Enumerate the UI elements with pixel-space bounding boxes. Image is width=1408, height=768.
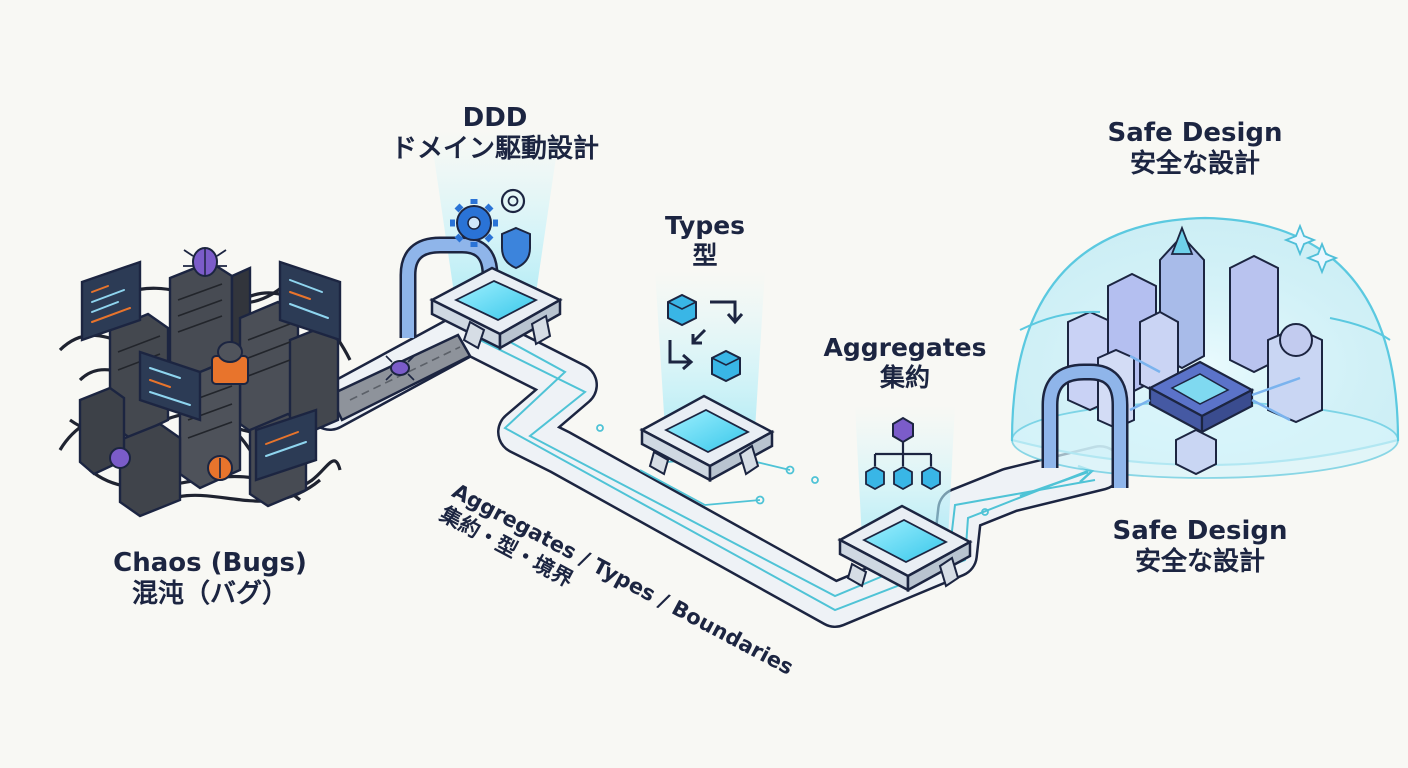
stage-label-aggregates: Aggregates 集約 (795, 333, 1015, 393)
stage-label-ja: 集約 (879, 363, 930, 392)
chaos-cluster (58, 247, 352, 518)
stage-label-ja: 安全な設計 (1129, 149, 1260, 180)
gear-icon (500, 188, 526, 214)
stage-label-safe-design-top: Safe Design 安全な設計 (1080, 118, 1310, 180)
tree-icon (865, 416, 941, 491)
shield-icon (501, 226, 531, 270)
bug-icon (385, 355, 415, 381)
gear-icon (450, 199, 498, 247)
types-stage (639, 270, 775, 483)
cube-icon (711, 349, 741, 383)
bug-icon (211, 341, 249, 385)
stage-label-safe-design-bottom: Safe Design 安全な設計 (1085, 516, 1315, 578)
stage-label-chaos: Chaos (Bugs) 混沌（バグ） (95, 548, 325, 610)
arrow-icon (668, 300, 744, 371)
stage-label-en: Chaos (Bugs) (113, 548, 307, 578)
stage-label-ja: 混沌（バグ） (131, 579, 288, 610)
bug-icon (183, 247, 227, 277)
arch-gate-icon (1041, 363, 1129, 488)
stage-label-ja: 型 (692, 241, 718, 270)
stage-label-ja: ドメイン駆動設計 (390, 134, 599, 165)
stage-label-en: Safe Design (1107, 118, 1283, 148)
stage-label-ja: 安全な設計 (1134, 547, 1265, 578)
stage-label-types: Types 型 (640, 211, 770, 271)
cube-icon (667, 293, 697, 327)
safe-design-dome (1010, 216, 1400, 488)
stage-label-en: Types (664, 211, 746, 240)
stage-label-en: DDD (462, 103, 528, 133)
stage-label-en: Aggregates (823, 333, 987, 362)
aggregates-stage (837, 405, 973, 593)
bug-icon (207, 455, 233, 481)
bug-icon (109, 447, 131, 469)
sparkle-icon (1283, 223, 1339, 275)
stage-label-en: Safe Design (1112, 516, 1288, 546)
ddd-stage (399, 130, 563, 351)
stage-label-ddd: DDD ドメイン駆動設計 (345, 103, 645, 165)
